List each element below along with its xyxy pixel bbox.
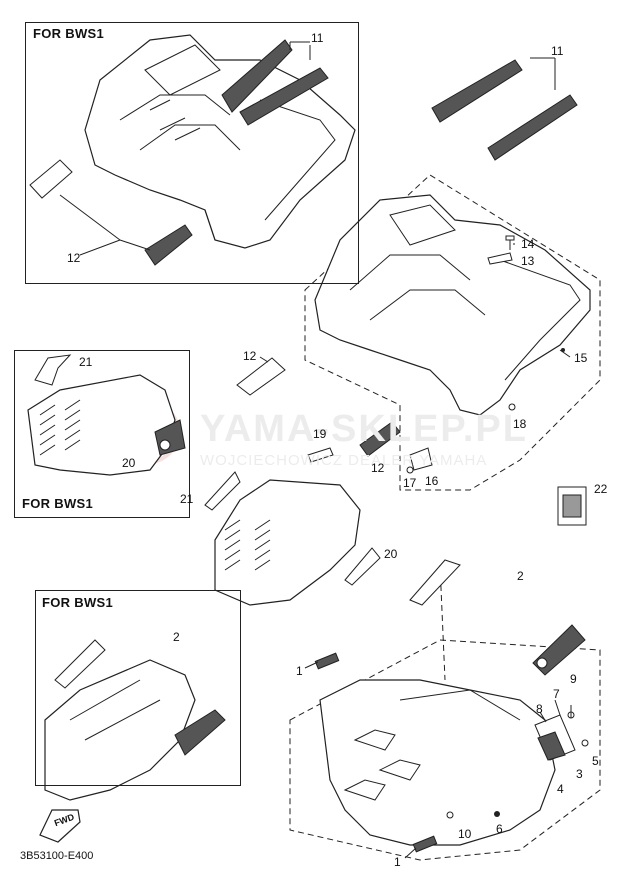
callout-8: 8 (536, 702, 543, 716)
callout-10: 10 (458, 827, 472, 841)
callout-15: 15 (574, 351, 588, 365)
callout-12: 12 (67, 251, 81, 265)
callout-5: 5 (592, 754, 599, 768)
panel-bot-label: FOR BWS1 (42, 595, 114, 610)
watermark-brand: YAMA-SKLEP.PL (200, 408, 528, 450)
callout-13: 13 (521, 254, 535, 268)
panel-top-label: FOR BWS1 (33, 26, 105, 41)
panel-mid-label: FOR BWS1 (22, 496, 94, 511)
panel-top (25, 22, 359, 284)
callout-12: 12 (243, 349, 257, 363)
callout-18: 18 (513, 417, 527, 431)
callout-14: 14 (521, 237, 535, 251)
callout-1: 1 (296, 664, 303, 678)
panel-mid (14, 350, 190, 518)
callout-19: 19 (313, 427, 327, 441)
callout-11: 11 (551, 44, 564, 58)
callout-20: 20 (122, 456, 136, 470)
callout-7: 7 (553, 687, 560, 701)
watermark-subtitle: WOJCIECHOWICZ DEALER YAMAHA (200, 452, 488, 469)
callout-16: 16 (425, 474, 439, 488)
callout-21: 21 (180, 492, 194, 506)
callout-9: 9 (570, 672, 577, 686)
callout-17: 17 (403, 476, 417, 490)
carrier-drawing (204, 447, 381, 606)
top-panel-drawing (29, 34, 356, 266)
callout-6: 6 (496, 822, 503, 836)
bottom-panel-drawing (44, 639, 226, 801)
panel-bot (35, 590, 241, 786)
mid-panel-drawing (27, 354, 186, 476)
callout-1: 1 (394, 855, 401, 869)
callout-2: 2 (517, 569, 524, 583)
callout-21: 21 (79, 355, 93, 369)
callout-12: 12 (371, 461, 385, 475)
callout-20: 20 (384, 547, 398, 561)
callout-11: 11 (311, 31, 324, 45)
callout-22: 22 (594, 482, 608, 496)
front-fender-drawing (289, 559, 601, 861)
diagram-code: 3B53100-E400 (20, 850, 94, 862)
callout-3: 3 (576, 767, 583, 781)
fwd-arrow-icon (39, 809, 81, 843)
callout-2: 2 (173, 630, 180, 644)
rear-fender-drawing (236, 57, 601, 526)
callout-4: 4 (557, 782, 564, 796)
